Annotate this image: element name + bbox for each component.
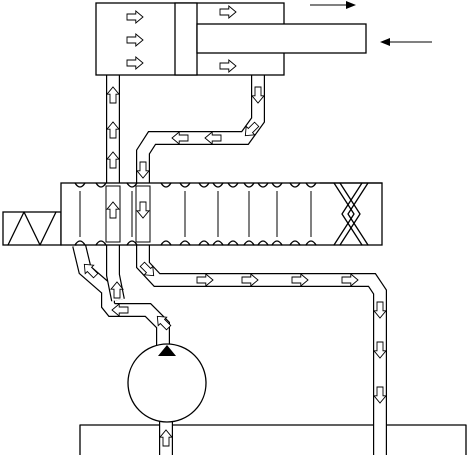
- spool-land-bottom: [126, 240, 138, 246]
- flow-arrow-icon: [241, 273, 259, 287]
- spool-land-top: [243, 182, 255, 188]
- flow-arrow-icon: [136, 201, 150, 219]
- spool-land-top: [212, 182, 224, 188]
- flow-arrow-icon: [159, 429, 173, 447]
- spool-land-top: [227, 182, 239, 188]
- spool-land-top: [95, 182, 107, 188]
- spool-land-bottom: [271, 240, 283, 246]
- flow-arrow-icon: [196, 273, 214, 287]
- spool-land-top: [179, 182, 191, 188]
- flow-arrow-icon: [244, 121, 260, 137]
- flow-arrow-icon: [291, 273, 309, 287]
- spool-land-top: [160, 182, 172, 188]
- valve-crossover-symbol: [319, 182, 383, 246]
- flow-arrow-icon: [373, 301, 387, 319]
- spool-land-bottom: [243, 240, 255, 246]
- flow-arrow-icon: [156, 315, 172, 331]
- directional-control-valve: [60, 182, 383, 246]
- flow-arrow-icon: [83, 263, 99, 279]
- spool-land-bottom: [160, 240, 172, 246]
- flow-arrow-icon: [373, 386, 387, 404]
- flow-arrow-icon: [126, 33, 144, 47]
- pump-direction-triangle: [158, 345, 176, 356]
- flow-arrow-icon: [251, 86, 265, 104]
- piston: [174, 2, 198, 76]
- rod-extend-arrow: [310, 1, 356, 9]
- external-load-arrow: [380, 38, 432, 46]
- spool-land-top: [271, 182, 283, 188]
- spool-land-bottom: [95, 240, 107, 246]
- flow-arrow-icon: [106, 151, 120, 169]
- spool-land-bottom: [212, 240, 224, 246]
- spool-land-top: [74, 182, 86, 188]
- spool-land-top: [289, 182, 301, 188]
- spool-lands: [74, 182, 317, 246]
- flow-arrow-icon: [136, 161, 150, 179]
- flow-arrow-icon: [341, 273, 359, 287]
- spool-land-bottom: [179, 240, 191, 246]
- piston-rod: [196, 23, 367, 54]
- spool-land-bottom: [305, 240, 317, 246]
- hydraulic-pump: [127, 343, 207, 423]
- spool-land-top: [126, 182, 138, 188]
- hydraulic-cylinder: [95, 1, 432, 76]
- spool-land-top: [305, 182, 317, 188]
- flow-arrow-icon: [106, 86, 120, 104]
- solenoid-actuator: [2, 211, 62, 246]
- flow-arrow-icon: [106, 201, 120, 219]
- pump-casing: [127, 343, 207, 423]
- flow-arrow-icon: [106, 121, 120, 139]
- flow-arrow-icon: [126, 10, 144, 24]
- spool-land-top: [257, 182, 269, 188]
- spool-land-bottom: [74, 240, 86, 246]
- spool-land-top: [198, 182, 210, 188]
- flow-arrow-icon: [111, 303, 129, 317]
- spool-land-bottom: [257, 240, 269, 246]
- spool-land-bottom: [198, 240, 210, 246]
- reservoir-tank: [79, 424, 467, 455]
- flow-arrow-icon: [219, 5, 237, 19]
- flow-arrow-icon: [171, 131, 189, 145]
- spool-land-bottom: [227, 240, 239, 246]
- flow-arrow-icon: [139, 261, 155, 277]
- flow-arrow-icon: [219, 59, 237, 73]
- flow-arrow-icon: [110, 281, 124, 299]
- flow-arrow-icon: [204, 131, 222, 145]
- flow-arrow-icon: [126, 56, 144, 70]
- flow-direction-arrows: [83, 5, 387, 447]
- flow-arrow-icon: [373, 341, 387, 359]
- hydraulic-lines: [72, 75, 387, 455]
- spool-land-bottom: [289, 240, 301, 246]
